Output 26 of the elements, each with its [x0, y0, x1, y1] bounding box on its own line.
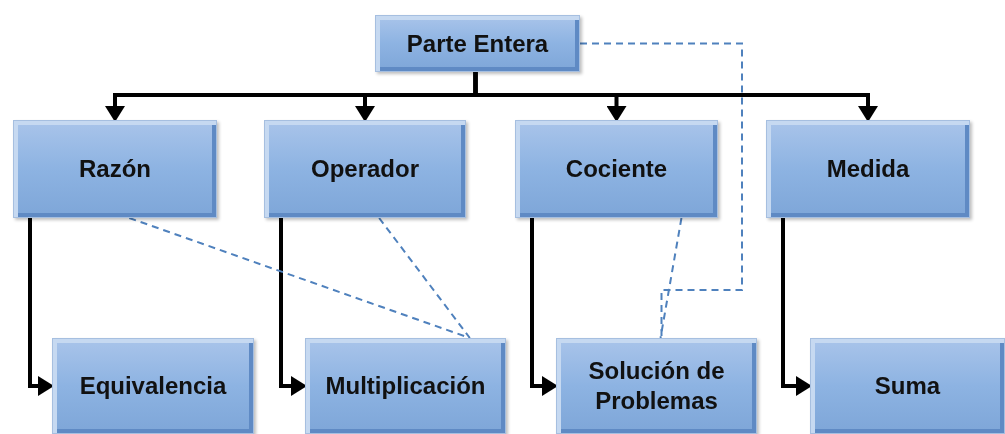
box-label: Multiplicación — [325, 371, 486, 401]
box-label: Medida — [826, 154, 910, 184]
process-box — [810, 338, 1005, 434]
dashed-connector — [659, 217, 683, 339]
box-label: Suma — [874, 371, 941, 401]
process-box — [13, 120, 217, 218]
process-box — [52, 338, 254, 434]
process-box — [556, 338, 757, 434]
box-label: Parte Entera — [406, 28, 549, 59]
arrow — [473, 72, 878, 122]
box-label: Cociente — [565, 154, 668, 184]
arrow — [279, 218, 307, 396]
box-label: Operador — [311, 154, 419, 184]
dashed-connector — [579, 42, 743, 339]
dashed-connector — [378, 217, 471, 339]
process-box — [766, 120, 970, 218]
process-box — [305, 338, 506, 434]
arrow — [530, 218, 558, 396]
process-box — [375, 15, 580, 72]
arrow — [781, 218, 812, 396]
process-box — [515, 120, 718, 218]
process-box — [264, 120, 466, 218]
arrow — [28, 218, 54, 396]
box-label: Solución de Problemas — [587, 356, 726, 416]
box-label: Equivalencia — [79, 371, 227, 401]
box-label: Razón — [79, 154, 151, 184]
